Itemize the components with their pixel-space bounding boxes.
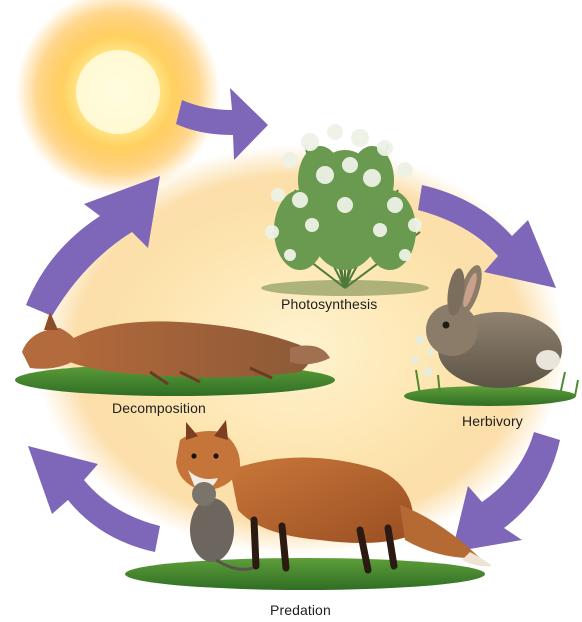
predation-label: Predation — [270, 602, 331, 618]
herbivory-label: Herbivory — [462, 413, 523, 429]
photosynthesis-label: Photosynthesis — [281, 296, 377, 312]
decomposition-label: Decomposition — [112, 400, 206, 416]
